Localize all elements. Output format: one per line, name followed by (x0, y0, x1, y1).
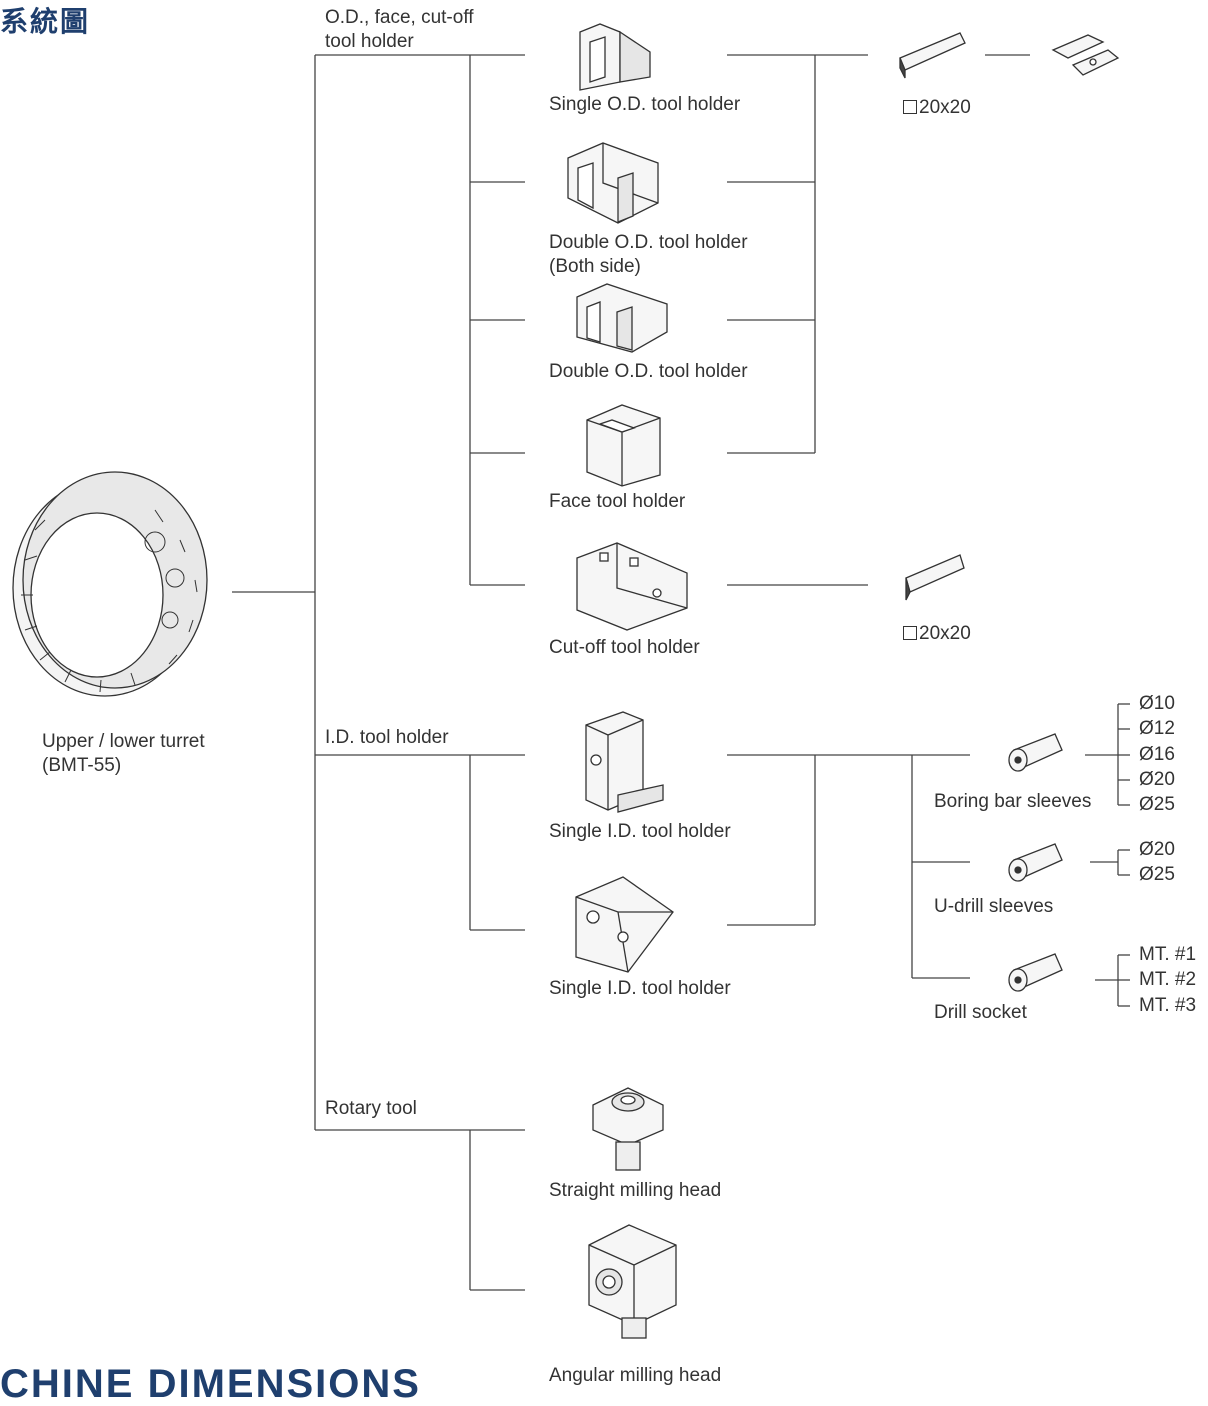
double-od-both-side-label: Double O.D. tool holder (549, 232, 748, 253)
u-drill-sleeves-label: U-drill sleeves (934, 896, 1054, 917)
udrill-diameter: Ø20 (1139, 839, 1175, 860)
single-id-holder-label-2: Single I.D. tool holder (549, 978, 731, 999)
drill-morse-taper: MT. #3 (1139, 995, 1197, 1016)
od-shank-size: 20x20 (903, 96, 971, 120)
boring-bar-sleeves-label: Boring bar sleeves (934, 791, 1092, 812)
id-group-label: I.D. tool holder (325, 727, 449, 748)
straight-milling-head-drawing (592, 1087, 664, 1171)
straight-milling-head-label: Straight milling head (549, 1180, 722, 1201)
drill-morse-taper: MT. #1 (1139, 944, 1197, 965)
od-group-label-line2: tool holder (325, 31, 414, 52)
single-od-holder-label: Single O.D. tool holder (549, 94, 741, 115)
face-holder-drawing (586, 404, 661, 487)
angular-milling-head-label: Angular milling head (549, 1365, 722, 1386)
double-od-both-side-drawing (567, 142, 659, 224)
drill-socket-drawing (1008, 953, 1063, 992)
od-tool-clamp-drawing (1051, 34, 1120, 76)
double-od-holder-drawing (576, 283, 668, 353)
single-od-holder-drawing (579, 23, 651, 91)
turret-drawing (12, 471, 208, 697)
single-id-holder-drawing-2 (575, 876, 674, 973)
turret-label-line1: Upper / lower turret (42, 731, 205, 752)
double-od-both-side-sub-label: (Both side) (549, 256, 641, 277)
square-symbol-icon (903, 626, 917, 640)
u-drill-sleeve-drawing (1008, 843, 1063, 882)
boring-diameter: Ø10 (1139, 693, 1175, 714)
boring-diameter: Ø16 (1139, 744, 1175, 765)
single-id-holder-label-1: Single I.D. tool holder (549, 821, 731, 842)
angular-milling-head-drawing (588, 1224, 677, 1339)
od-turning-tool-drawing (899, 32, 966, 79)
boring-diameter: Ø25 (1139, 794, 1175, 815)
boring-bar-sleeve-drawing (1008, 733, 1063, 772)
boring-diameter: Ø20 (1139, 769, 1175, 790)
cutoff-holder-drawing (576, 542, 688, 631)
cutoff-holder-label: Cut-off tool holder (549, 637, 700, 658)
square-symbol-icon (903, 100, 917, 114)
rotary-group-label: Rotary tool (325, 1098, 417, 1119)
chinese-heading: 系統圖 (0, 6, 91, 37)
single-id-holder-drawing-1 (585, 711, 664, 813)
drill-morse-taper: MT. #2 (1139, 969, 1197, 990)
double-od-holder-label: Double O.D. tool holder (549, 361, 748, 382)
cutoff-shank-size: 20x20 (903, 622, 971, 646)
drill-socket-label: Drill socket (934, 1002, 1027, 1023)
boring-diameter: Ø12 (1139, 718, 1175, 739)
cutoff-blade-drawing (905, 554, 965, 601)
turret-label-line2: (BMT-55) (42, 755, 122, 776)
od-group-label-line1: O.D., face, cut-off (325, 7, 474, 28)
udrill-diameter: Ø25 (1139, 864, 1175, 885)
face-holder-label: Face tool holder (549, 491, 686, 512)
